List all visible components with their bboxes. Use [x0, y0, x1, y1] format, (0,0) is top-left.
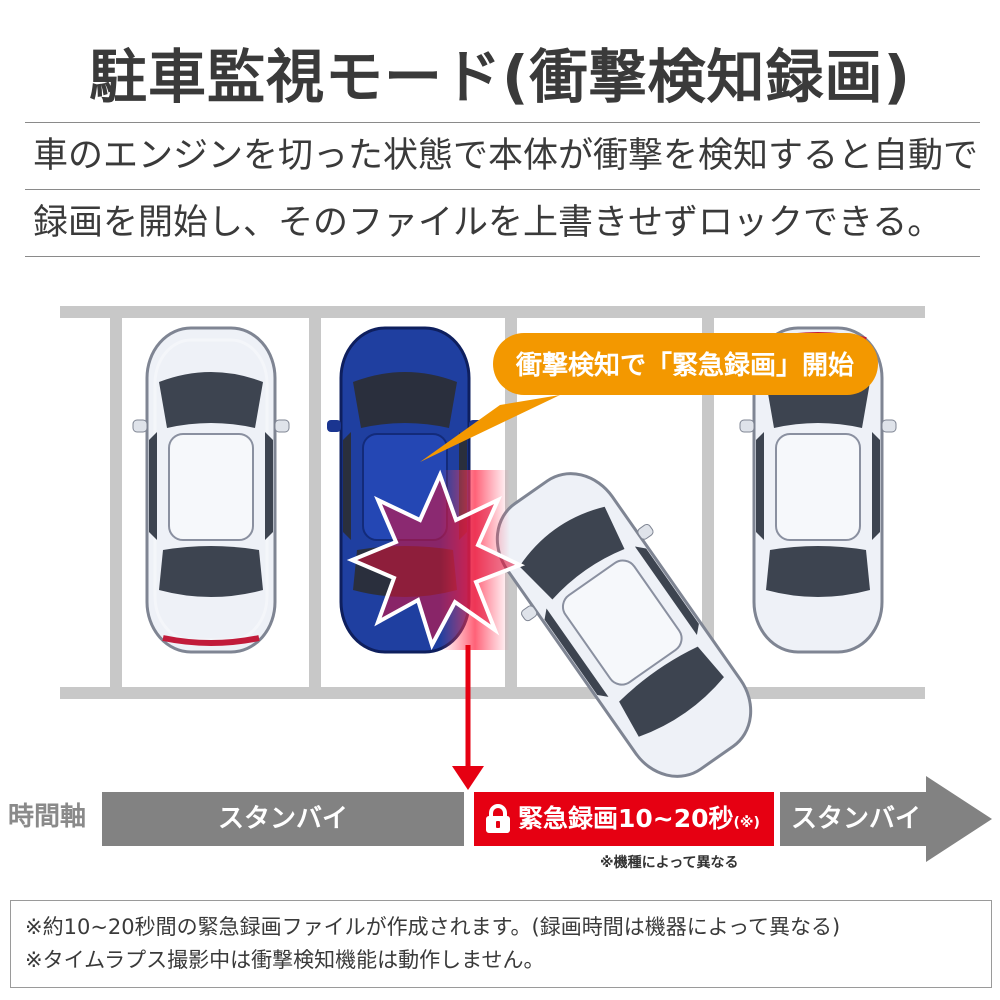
hitting-car [495, 472, 753, 778]
emergency-recording-label: 緊急録画10~20秒 [518, 804, 734, 833]
emergency-recording-mark: (※) [733, 815, 760, 831]
standby-after-label: スタンバイ [790, 804, 921, 834]
impact-burst-icon [346, 469, 526, 651]
emergency-recording-bar: 緊急録画10~20秒(※) [474, 792, 774, 846]
parking-scene: .body{fill:#eef1f7;stroke:#7f8593;stroke… [60, 306, 925, 790]
callout-bubble [420, 333, 878, 462]
timeline-label: 時間軸 [8, 802, 87, 832]
footnote-line-2: ※タイムラプス撮影中は衝撃検知機能は動作しません。 [25, 948, 545, 972]
description-divider [25, 256, 980, 257]
standby-before-bar: スタンバイ [102, 792, 464, 846]
parked-car-right [739, 326, 897, 654]
arrow-down-icon [452, 645, 484, 790]
description-line-1: 車のエンジンを切った状態で本体が衝撃を検知すると自動で [25, 122, 980, 188]
page-title: 駐車監視モード(衝撃検知録画) [88, 43, 912, 111]
description-line-2: 録画を開始し、そのファイルを上書きせずロックできる。 [25, 189, 980, 255]
footnote-box: ※約10~20秒間の緊急録画ファイルが作成されます。(録画時間は機器によって異な… [10, 900, 992, 988]
callout-text: 衝撃検知で「緊急録画」開始 [515, 350, 854, 381]
footnote-line-1: ※約10~20秒間の緊急録画ファイルが作成されます。(録画時間は機器によって異な… [25, 915, 841, 939]
standby-after-arrow: スタンバイ [780, 776, 994, 862]
lock-icon [486, 804, 510, 833]
parked-car-left: .body{fill:#eef1f7;stroke:#7f8593;stroke… [133, 328, 289, 652]
model-note: ※機種によって異なる [600, 855, 739, 871]
